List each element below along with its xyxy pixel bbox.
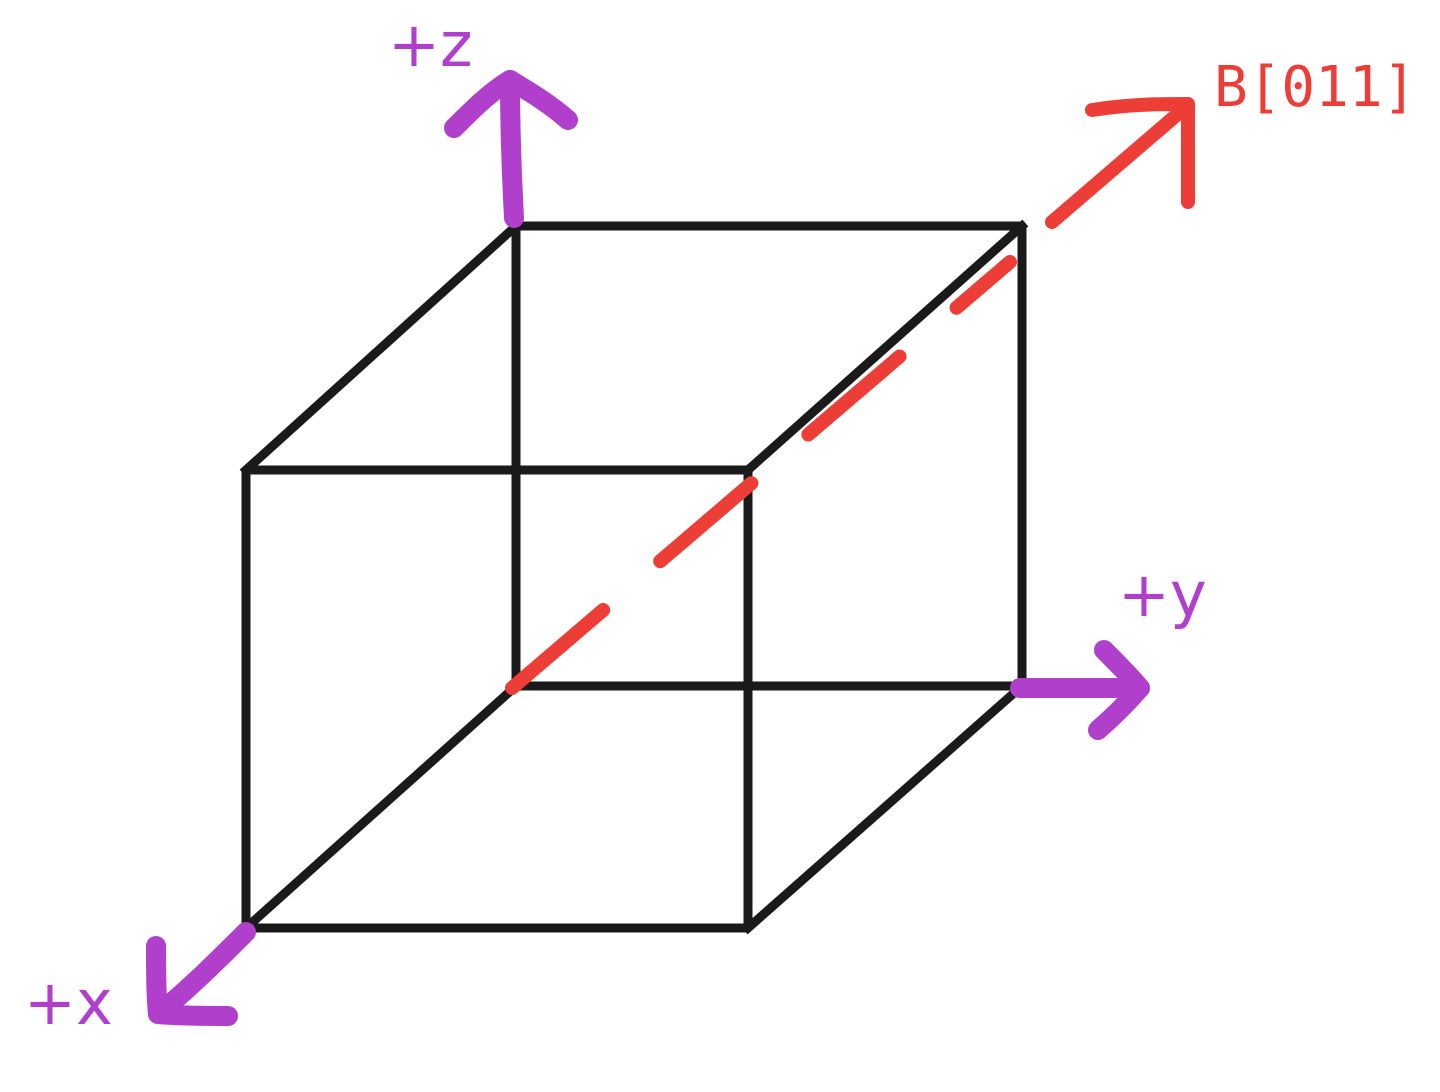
axis-y-arrowhead	[1088, 640, 1150, 740]
axis-y: +y	[1010, 558, 1207, 740]
cube-wireframe	[239, 219, 1029, 935]
axis-x-label: +x	[24, 966, 113, 1039]
axis-z-shaft	[500, 70, 524, 228]
direction-vector: B[011]	[505, 55, 1416, 695]
cube-edge-top-right	[741, 219, 1029, 477]
cube-edge-bottom-right	[741, 679, 1029, 935]
direction-arrowhead	[1085, 97, 1196, 209]
axis-y-label: +y	[1118, 558, 1207, 631]
axis-z-label: +z	[388, 8, 473, 81]
direction-line-extension	[1045, 105, 1187, 229]
cube-edge-bottom-left	[239, 679, 523, 935]
cube-edge-top-left	[239, 219, 523, 477]
axis-z: +z	[388, 8, 578, 228]
axis-x-arrowhead	[146, 936, 238, 1026]
axis-x: +x	[24, 922, 256, 1039]
direction-line	[505, 255, 1017, 695]
axis-z-arrowhead	[444, 70, 578, 138]
axis-x-shaft	[148, 922, 256, 1024]
direction-label: B[011]	[1214, 55, 1416, 120]
